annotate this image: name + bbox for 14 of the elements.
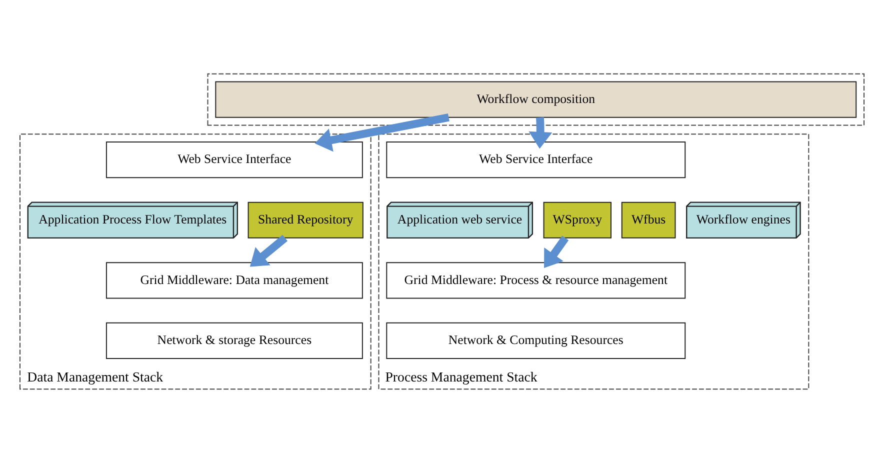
arrow	[544, 236, 569, 268]
node-box: Grid Middleware: Data management	[106, 262, 363, 299]
arrow	[250, 234, 288, 267]
node-box: WSproxy	[543, 202, 612, 238]
node-box: Workflow composition	[215, 81, 857, 118]
node-box: Web Service Interface	[106, 142, 363, 178]
node-box: Network & storage Resources	[106, 322, 363, 359]
node-box: Network & Computing Resources	[386, 322, 686, 359]
node-box: Grid Middleware: Process & resource management	[386, 262, 686, 299]
cluster	[207, 73, 865, 126]
node-box: Wfbus	[621, 202, 676, 238]
arrow	[528, 117, 552, 149]
node-box: Web Service Interface	[386, 142, 686, 178]
node-box: Shared Repository	[248, 202, 364, 238]
